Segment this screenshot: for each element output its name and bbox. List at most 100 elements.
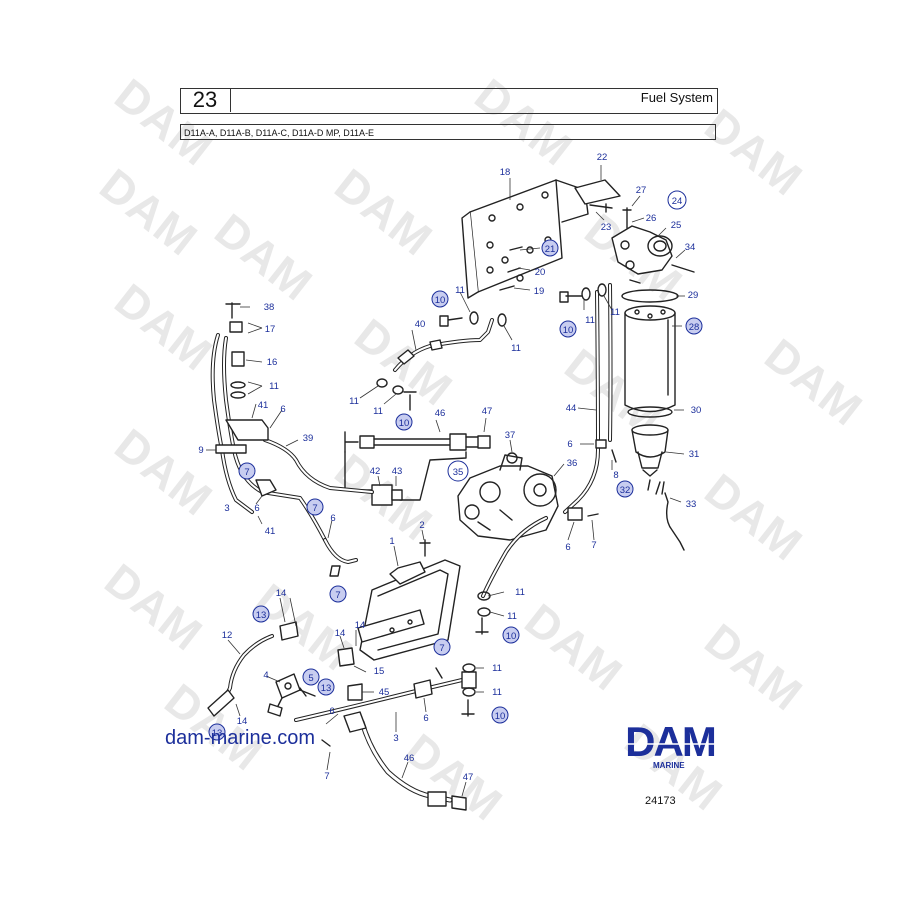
part-label: 31: [689, 449, 700, 460]
part-label: 11: [492, 663, 502, 674]
part-label: 11: [585, 315, 595, 326]
part-label: 14: [276, 588, 287, 599]
part-label: 6: [423, 713, 428, 724]
left-fuel-lines: [210, 302, 374, 564]
section-number: 23: [180, 88, 231, 112]
part-label: 14: [335, 628, 346, 639]
part-label: 20: [535, 267, 546, 278]
part-label: 26: [646, 213, 657, 224]
part-label: 11: [269, 381, 279, 392]
part-label: 41: [258, 400, 269, 411]
part-label: 41: [265, 526, 276, 537]
callout-label: 32: [620, 485, 631, 496]
model-list: D11A-A, D11A-B, D11A-C, D11A-D MP, D11A-…: [180, 124, 716, 140]
diagram-reference: 24173: [645, 795, 676, 807]
callout-label: 13: [321, 683, 332, 694]
part-label: 1: [389, 536, 394, 547]
part-label: 42: [370, 466, 381, 477]
part-label: 11: [492, 687, 502, 698]
part-label: 8: [613, 470, 618, 481]
callout-label: 7: [439, 643, 444, 654]
part-label: 14: [237, 716, 248, 727]
part-label: 16: [267, 357, 278, 368]
part-label: 6: [330, 513, 335, 524]
part-label: 6: [254, 503, 259, 514]
part-label: 23: [601, 222, 612, 233]
part-label: 6: [280, 404, 285, 415]
leader-lines: [206, 165, 686, 797]
part-label: 11: [507, 611, 517, 622]
logo-subtext: MARINE: [653, 761, 685, 770]
part-label: 3: [224, 503, 229, 514]
drain-hose: [647, 479, 685, 551]
callout-label: 10: [506, 631, 517, 642]
part-label: 46: [435, 408, 446, 419]
part-label: 4: [263, 670, 268, 681]
part-label: 47: [463, 772, 474, 783]
callout-label: 10: [563, 325, 574, 336]
part-label: 11: [610, 307, 620, 318]
callout-label: 24: [672, 196, 683, 207]
part-label: 14: [355, 620, 366, 631]
part-label: 38: [264, 302, 275, 313]
callout-circles: 24 21 10 10 28 10 7 7 35 32 7 13 10 7 5 …: [208, 190, 703, 741]
part-label: 6: [329, 706, 334, 717]
part-label: 7: [324, 771, 329, 782]
page-title: Fuel System: [640, 90, 713, 105]
callout-label: 21: [545, 244, 556, 255]
part-label: 45: [379, 687, 390, 698]
hose-46-upper: [344, 431, 491, 453]
part-label: 43: [392, 466, 403, 477]
part-label: 11: [515, 587, 525, 598]
part-label: 30: [691, 405, 702, 416]
part-label: 6: [565, 542, 570, 553]
callout-label: 7: [335, 590, 340, 601]
part-label: 25: [671, 220, 682, 231]
logo-text: DAM: [625, 718, 715, 765]
part-label: 39: [303, 433, 314, 444]
part-label: 34: [685, 242, 696, 253]
callout-label: 35: [453, 467, 464, 478]
part-label: 11: [349, 396, 359, 407]
fuel-filter: [621, 289, 679, 477]
callout-label: 13: [212, 728, 223, 739]
part-label: 27: [636, 185, 647, 196]
part-label: 46: [404, 753, 415, 764]
part-label: 11: [373, 406, 383, 417]
mounting-bracket: [461, 179, 621, 299]
filter-head: [611, 207, 695, 284]
callout-label: 13: [256, 610, 267, 621]
part-label: 40: [415, 319, 426, 330]
callout-label: 10: [435, 295, 446, 306]
part-label: 6: [567, 439, 572, 450]
part-label: 9: [198, 445, 203, 456]
part-label: 18: [500, 167, 511, 178]
part-label: 22: [597, 152, 608, 163]
callout-label: 28: [689, 322, 700, 333]
website-link[interactable]: dam-marine.com: [165, 727, 316, 749]
part-label: 19: [534, 286, 545, 297]
part-label: 33: [686, 499, 697, 510]
part-label: 29: [688, 290, 699, 301]
dam-logo: DAM: [607, 718, 737, 765]
callout-label: 7: [312, 503, 317, 514]
part-label: 47: [482, 406, 493, 417]
callout-label: 7: [244, 467, 249, 478]
part-label: 37: [505, 430, 516, 441]
callout-label: 10: [399, 418, 410, 429]
callout-label: 10: [495, 711, 506, 722]
part-label: 17: [265, 324, 276, 335]
part-label: 36: [567, 458, 578, 469]
part-label: 2: [419, 520, 424, 531]
part-label: 3: [393, 733, 398, 744]
part-label: 11: [511, 343, 521, 354]
feed-pump: [457, 452, 559, 541]
part-label: 7: [591, 540, 596, 551]
part-label: 15: [374, 666, 385, 677]
callout-label: 5: [308, 673, 313, 684]
part-labels: 22 18 27 26 25 23 20 19 34 29 38 17 16 1…: [198, 152, 701, 783]
header-bar: Fuel System: [180, 88, 718, 114]
part-label: 12: [222, 630, 233, 641]
pipe-bracket: [357, 559, 461, 661]
